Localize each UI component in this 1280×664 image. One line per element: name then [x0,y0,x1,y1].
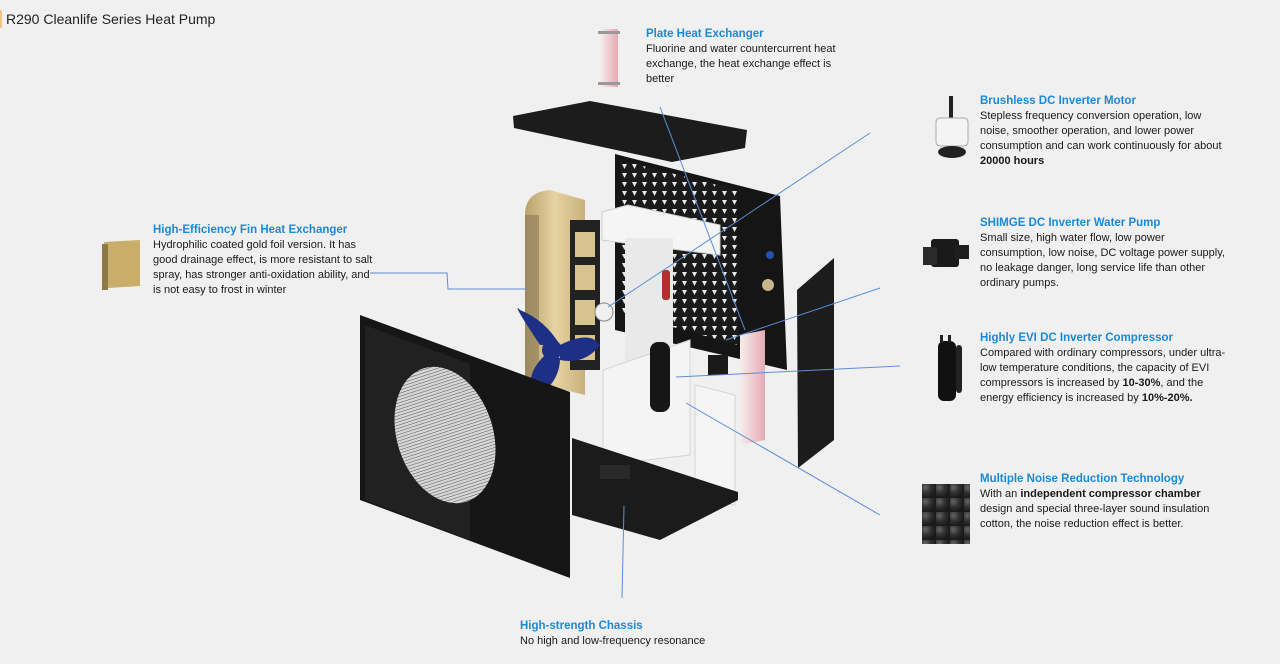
plate-heat-exchanger [740,330,765,445]
feature-text: No high and low-frequency resonance [520,635,706,647]
feature-text: Small size, high water flow, low power c… [980,232,1225,289]
feature-water-pump: SHIMGE DC Inverter Water Pump Small size… [980,216,1230,291]
chassis [572,438,738,540]
title-accent [0,10,2,28]
plate-heat-exchanger-icon [598,29,620,87]
feature-title: Plate Heat Exchanger [646,28,764,40]
feature-highlight: 20000 hours [980,155,1045,167]
fan-motor [594,302,614,322]
feature-title: Multiple Noise Reduction Technology [980,473,1185,485]
feature-text: Fluorine and water countercurrent heat e… [646,43,836,85]
leader-plate [659,106,746,331]
feature-title: Brushless DC Inverter Motor [980,95,1136,107]
feature-highlight-a: 10-30% [1122,377,1161,389]
fin-heat-exchanger-icon [102,240,140,290]
feature-highlight: independent compressor chamber [1020,488,1201,500]
dc-motor-icon [935,96,969,158]
feature-text-b: design and special three-layer sound ins… [980,503,1210,530]
feature-title: Highly EVI DC Inverter Compressor [980,332,1173,344]
side-panel [797,258,834,468]
feature-text: Stepless frequency conversion operation,… [980,109,1225,169]
leader-noise [685,402,881,516]
top-lid [513,101,747,162]
acoustic-foam-icon [922,484,970,544]
feature-plate-heat-exchanger: Plate Heat Exchanger Fluorine and water … [646,27,861,87]
feature-title: High-Efficiency Fin Heat Exchanger [153,224,348,236]
feature-text: With an independent compressor chamber d… [980,487,1225,532]
leader-compressor [675,365,901,378]
feature-text-a: Compared with ordinary compressors, unde… [980,347,1226,389]
leader-chassis [621,505,625,599]
feature-dc-motor: Brushless DC Inverter Motor Stepless fre… [980,94,1225,169]
feature-text-b: , and the energy efficiency is increased… [980,377,1204,404]
water-pump-icon [923,239,969,267]
feature-noise-reduction: Multiple Noise Reduction Technology With… [980,472,1225,532]
front-grille [394,366,496,504]
feature-title: SHIMGE DC Inverter Water Pump [980,217,1161,229]
leader-fin [370,272,527,290]
feature-text-body: Stepless frequency conversion operation,… [980,110,1222,152]
feature-fin-heat-exchanger: High-Efficiency Fin Heat Exchanger Hydro… [153,223,378,298]
leader-lines [370,106,901,599]
feature-compressor: Highly EVI DC Inverter Compressor Compar… [980,331,1230,406]
feature-text: Hydrophilic coated gold foil version. It… [153,239,373,296]
feature-chassis: High-strength Chassis No high and low-fr… [520,619,750,649]
feature-highlight-b: 10%-20%. [1141,392,1193,404]
feature-text: Compared with ordinary compressors, unde… [980,346,1230,406]
leader-motor [607,132,871,308]
feature-title: High-strength Chassis [520,620,643,632]
page-title: R290 Cleanlife Series Heat Pump [6,11,216,27]
feature-text-a: With an [980,488,1021,500]
compressor-chamber [602,339,691,466]
leader-pump [725,287,881,341]
water-pump [708,355,728,375]
compressor-icon [938,335,962,401]
